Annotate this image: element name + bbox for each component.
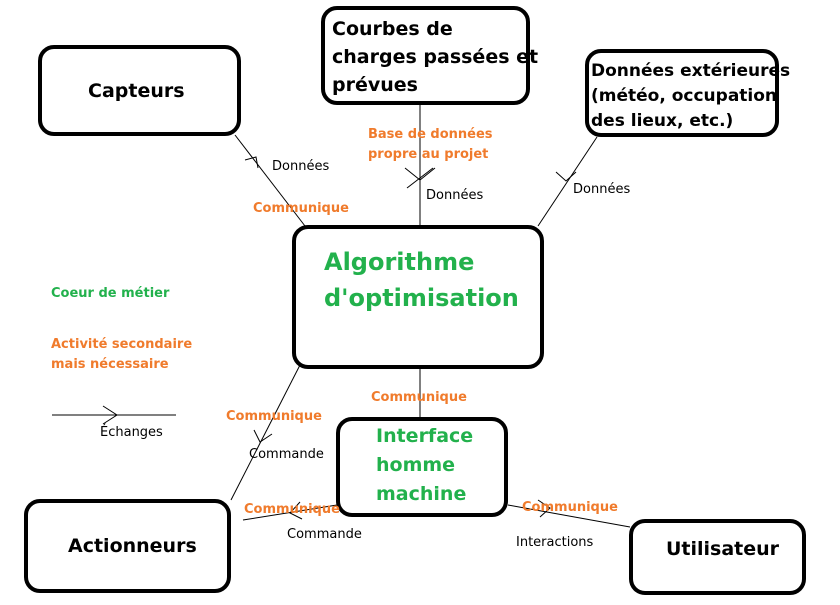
arrow-courbes-algorithme-2	[406, 167, 434, 189]
courbes-db-label-2: propre au projet	[368, 147, 489, 162]
donnees-ext-label-2: (météo, occupation	[591, 86, 778, 106]
arrow-utilisateur-ihm	[537, 499, 551, 518]
capteurs-label: Capteurs	[88, 80, 185, 102]
arrow-courbes-algorithme	[404, 167, 436, 181]
edge-capteurs-algorithme	[234, 134, 306, 227]
courbes-label-1: Courbes de	[332, 18, 453, 40]
courbes-label-3: prévues	[332, 74, 418, 96]
actionneurs-label: Actionneurs	[68, 535, 197, 557]
edge-algorithme-actionneurs	[230, 364, 301, 501]
node-courbes	[321, 6, 530, 105]
algorithme-label-1: Algorithme	[324, 248, 475, 276]
algo-act-commande-label: Commande	[249, 447, 324, 462]
ihm-act-communique-label: Communique	[244, 502, 340, 517]
arrow-algorithme-actionneurs	[253, 429, 273, 443]
legend-secondary-label-2: mais nécessaire	[51, 357, 169, 372]
arrow-capteurs-algorithme	[244, 156, 259, 169]
ihm-label-2: homme	[376, 454, 456, 476]
capteurs-donnees-label: Données	[272, 159, 330, 174]
arrow-ihm-actionneurs	[289, 501, 303, 520]
donnees-ext-label-1: Données extérieures	[591, 61, 791, 81]
node-utilisateur	[629, 519, 806, 595]
courbes-donnees-label: Données	[426, 188, 484, 203]
legend-arrow-head	[102, 405, 118, 425]
legend-exchanges-label: Échanges	[100, 425, 163, 440]
capteurs-communique-label: Communique	[253, 201, 349, 216]
donnees-ext-label-3: des lieux, etc.)	[591, 111, 734, 131]
node-donnees-ext	[585, 49, 779, 137]
arrow-ext-algorithme	[555, 171, 577, 182]
node-actionneurs	[24, 499, 231, 593]
legend-core-label: Coeur de métier	[51, 286, 170, 301]
courbes-db-label-1: Base de données	[368, 127, 493, 142]
node-ihm	[336, 417, 508, 517]
ihm-label-3: machine	[376, 483, 467, 505]
edge-utilisateur-ihm	[507, 504, 631, 528]
node-algorithme	[292, 225, 544, 369]
algorithme-label-2: d'optimisation	[324, 284, 519, 312]
ext-donnees-label: Données	[573, 182, 631, 197]
utilisateur-label: Utilisateur	[666, 538, 780, 560]
algo-act-communique-label: Communique	[226, 409, 322, 424]
user-ihm-interactions-label: Interactions	[516, 535, 594, 550]
courbes-label-2: charges passées et	[332, 46, 539, 68]
ihm-act-commande-label: Commande	[287, 527, 362, 542]
legend-secondary-label-1: Activité secondaire	[51, 337, 193, 352]
user-ihm-communique-label: Communique	[522, 500, 618, 515]
ihm-label-1: Interface	[376, 425, 474, 447]
edge-ext-algorithme	[537, 136, 598, 227]
algo-ihm-communique-label: Communique	[371, 390, 467, 405]
node-capteurs	[38, 45, 241, 136]
